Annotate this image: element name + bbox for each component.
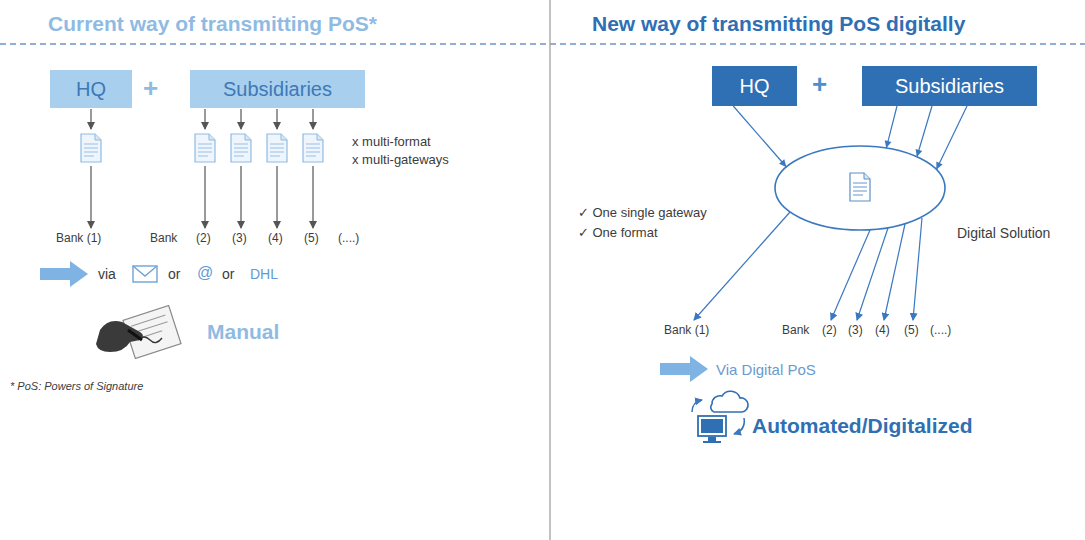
bank-number: (2) — [196, 232, 211, 246]
mode-label: Automated/Digitalized — [752, 414, 973, 438]
plus-sign: + — [812, 70, 827, 100]
check-item: ✓ One single gateway — [578, 206, 707, 221]
bank-label: Bank (1) — [664, 324, 709, 338]
gateway-ellipse: Digital Solution — [775, 146, 945, 230]
connector-arrow — [936, 106, 967, 170]
mode-label: Manual — [207, 320, 279, 344]
box-label: Subsidiaries — [895, 75, 1004, 97]
channel-label: via — [98, 266, 116, 282]
bank-number: (4) — [268, 232, 283, 246]
bank-number: (3) — [232, 232, 247, 246]
bank-number: (5) — [304, 232, 319, 246]
box-label: Subsidiaries — [223, 78, 332, 100]
process-box: HQ — [50, 70, 132, 108]
channel-label: @ — [197, 264, 213, 282]
connector-arrow — [916, 106, 932, 157]
bank-label: Bank — [150, 232, 177, 246]
bank-number: (4) — [875, 324, 890, 338]
connector-arrow — [733, 106, 786, 167]
heading: New way of transmitting PoS digitally — [592, 12, 965, 36]
bank-number: (....) — [338, 232, 359, 246]
bank-label: Bank (1) — [56, 232, 101, 246]
check-item: ✓ One format — [578, 226, 658, 241]
bank-number: (3) — [848, 324, 863, 338]
bank-label: Bank — [782, 324, 809, 338]
process-box: Subsidiaries — [190, 70, 365, 108]
note: x multi-format — [352, 135, 431, 150]
box-label: HQ — [76, 78, 106, 100]
outside-heading: Digital Solution — [957, 226, 1050, 241]
bank-number: (5) — [904, 324, 919, 338]
heading: Current way of transmitting PoS* — [48, 12, 377, 36]
note: x multi-gateways — [352, 153, 449, 168]
channel-label: or — [168, 266, 180, 282]
bank-number: (2) — [822, 324, 837, 338]
plus-sign: + — [143, 74, 158, 104]
process-box: HQ — [712, 66, 797, 106]
process-box: Subsidiaries — [862, 66, 1037, 106]
box-label: HQ — [740, 75, 770, 97]
channel-label: or — [222, 266, 234, 282]
connector-arrow — [885, 106, 897, 148]
channel-label: DHL — [250, 266, 278, 282]
footnote: * PoS: Powers of Signature — [10, 380, 143, 393]
channel-label: Via Digital PoS — [716, 361, 816, 378]
bank-number: (....) — [930, 324, 951, 338]
